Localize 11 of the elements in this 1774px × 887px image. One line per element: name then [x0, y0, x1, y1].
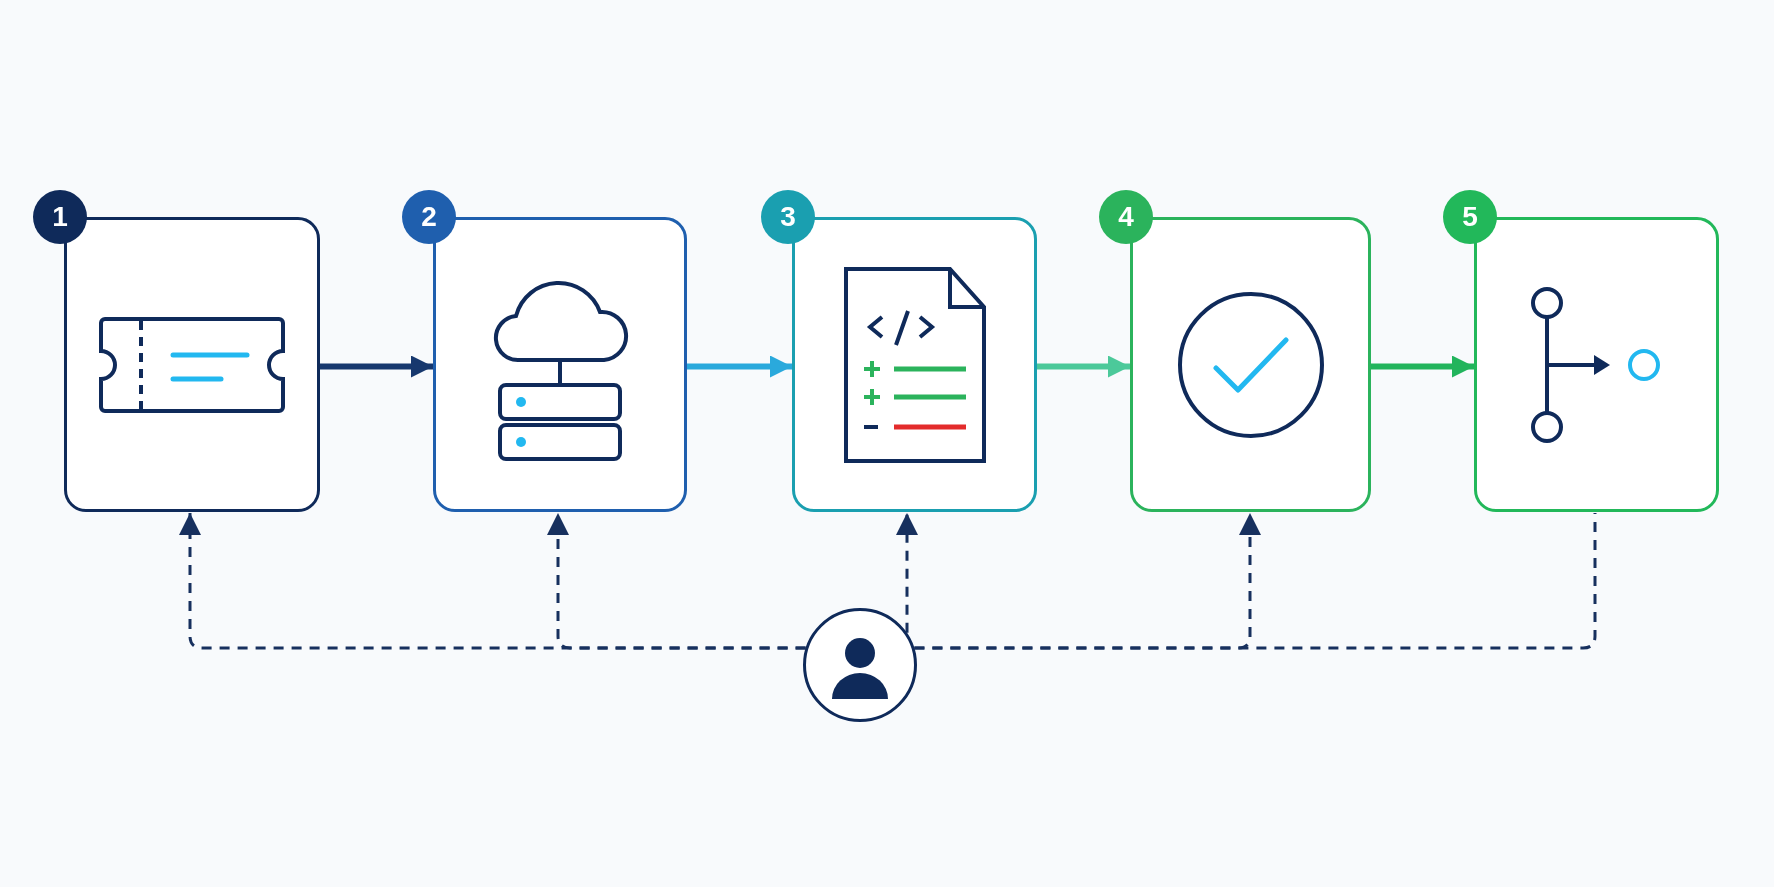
arrow: [1371, 355, 1474, 378]
arrow: [320, 355, 433, 378]
step-number-badge: 5: [1443, 190, 1497, 244]
step-number-badge: 2: [402, 190, 456, 244]
arrow: [1037, 355, 1130, 378]
step-number-badge: 1: [33, 190, 87, 244]
arrow: [687, 355, 792, 378]
step-number-badge: 3: [761, 190, 815, 244]
step-number-badge: 4: [1099, 190, 1153, 244]
dashed-arrow: [547, 513, 806, 650]
dashed-arrow: [896, 513, 918, 633]
